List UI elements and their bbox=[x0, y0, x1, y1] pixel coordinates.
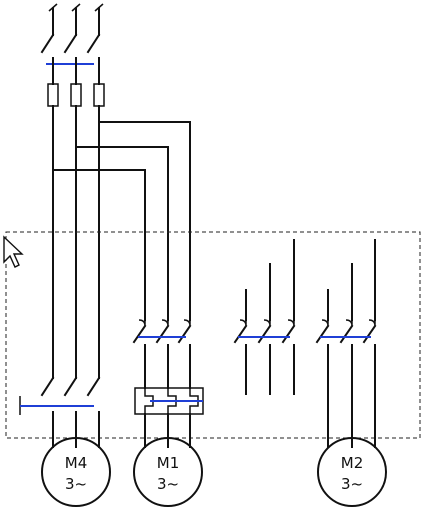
motor-m2-rating: 3~ bbox=[341, 475, 363, 493]
motor-m4[interactable]: M4 3~ bbox=[41, 437, 111, 507]
selection-rectangle bbox=[5, 231, 421, 439]
motor-m1-rating: 3~ bbox=[157, 475, 179, 493]
supply-terminals bbox=[48, 3, 104, 36]
motor-m4-rating: 3~ bbox=[65, 475, 87, 493]
m4-protection-switch[interactable] bbox=[19, 376, 101, 448]
mouse-cursor-icon bbox=[3, 235, 24, 268]
motor-m2-name: M2 bbox=[341, 454, 364, 472]
motor-m4-name: M4 bbox=[65, 454, 88, 472]
distribution-wiring bbox=[52, 105, 191, 379]
main-isolator-switch[interactable] bbox=[40, 33, 101, 85]
m1-contactor[interactable] bbox=[132, 319, 192, 389]
motor-m2[interactable]: M2 3~ bbox=[317, 437, 387, 507]
fuse-block[interactable] bbox=[47, 83, 105, 107]
m1-overload-relay[interactable] bbox=[134, 387, 204, 448]
motor-m1[interactable]: M1 3~ bbox=[133, 437, 203, 507]
spare-contactor[interactable] bbox=[233, 239, 296, 395]
motor-m1-name: M1 bbox=[157, 454, 180, 472]
m2-contactor[interactable] bbox=[315, 239, 377, 448]
